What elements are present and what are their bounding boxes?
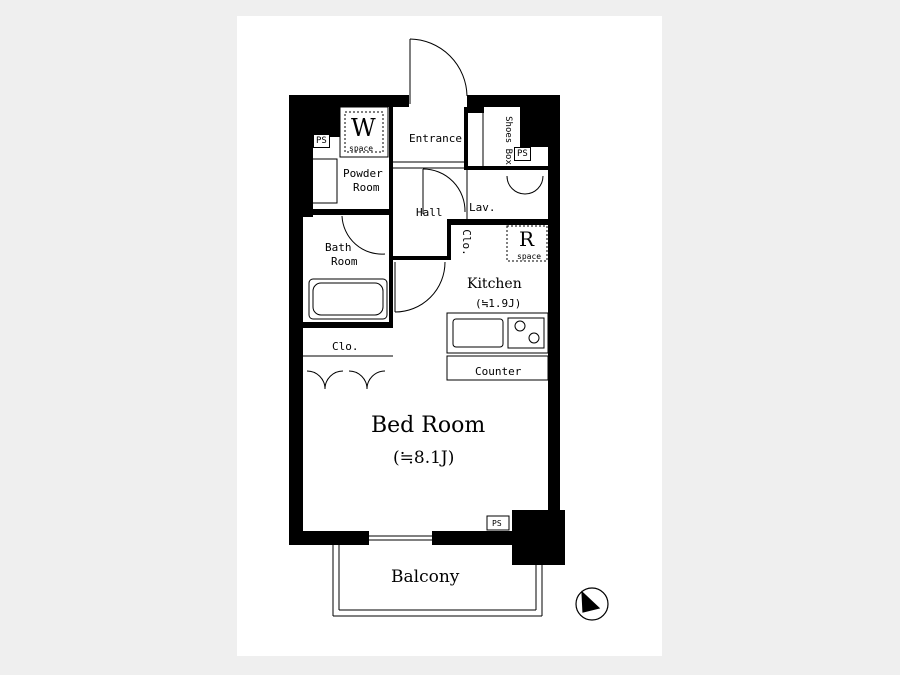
- room-bath-room-label-line2: Room: [331, 255, 358, 268]
- ps-marker-top-left: PS: [313, 134, 330, 148]
- compass: [575, 587, 609, 621]
- washer-space-letter: W: [351, 114, 376, 142]
- fridge-space-letter: R: [519, 227, 535, 251]
- room-kitchen-area-label: (≒1.9J): [475, 297, 522, 310]
- room-closet-small-label: Clo.: [459, 229, 473, 256]
- floor-plan-sheet: Entrance Shoes Box Powder Room Hall Lav.…: [237, 16, 662, 656]
- thin-lines: [303, 106, 549, 617]
- room-entrance-label: Entrance: [409, 132, 462, 145]
- room-bed-room-area-label: (≒8.1J): [393, 448, 455, 468]
- washer-space-label: space: [349, 144, 374, 153]
- fridge-space-label: space: [517, 252, 542, 261]
- room-bath-room-label-line1: Bath: [325, 241, 352, 254]
- room-bed-room-label: Bed Room: [371, 413, 486, 438]
- balcony-label: Balcony: [391, 567, 460, 587]
- counter-label: Counter: [475, 365, 522, 378]
- floor-plan-drawing: [289, 38, 609, 621]
- room-lavatory-label: Lav.: [469, 201, 496, 214]
- room-powder-room-label-line2: Room: [353, 181, 380, 194]
- ps-marker-bottom: PS: [492, 519, 502, 528]
- room-shoes-box-label: Shoes Box: [502, 116, 513, 165]
- door-swings: [306, 38, 544, 390]
- room-powder-room-label-line1: Powder: [343, 167, 383, 180]
- interior-walls: [303, 107, 548, 328]
- room-hall-label: Hall: [416, 206, 443, 219]
- room-closet-label: Clo.: [332, 340, 359, 353]
- outer-walls: [289, 95, 565, 565]
- room-kitchen-label: Kitchen: [467, 276, 522, 292]
- ps-marker-top-right: PS: [514, 147, 531, 161]
